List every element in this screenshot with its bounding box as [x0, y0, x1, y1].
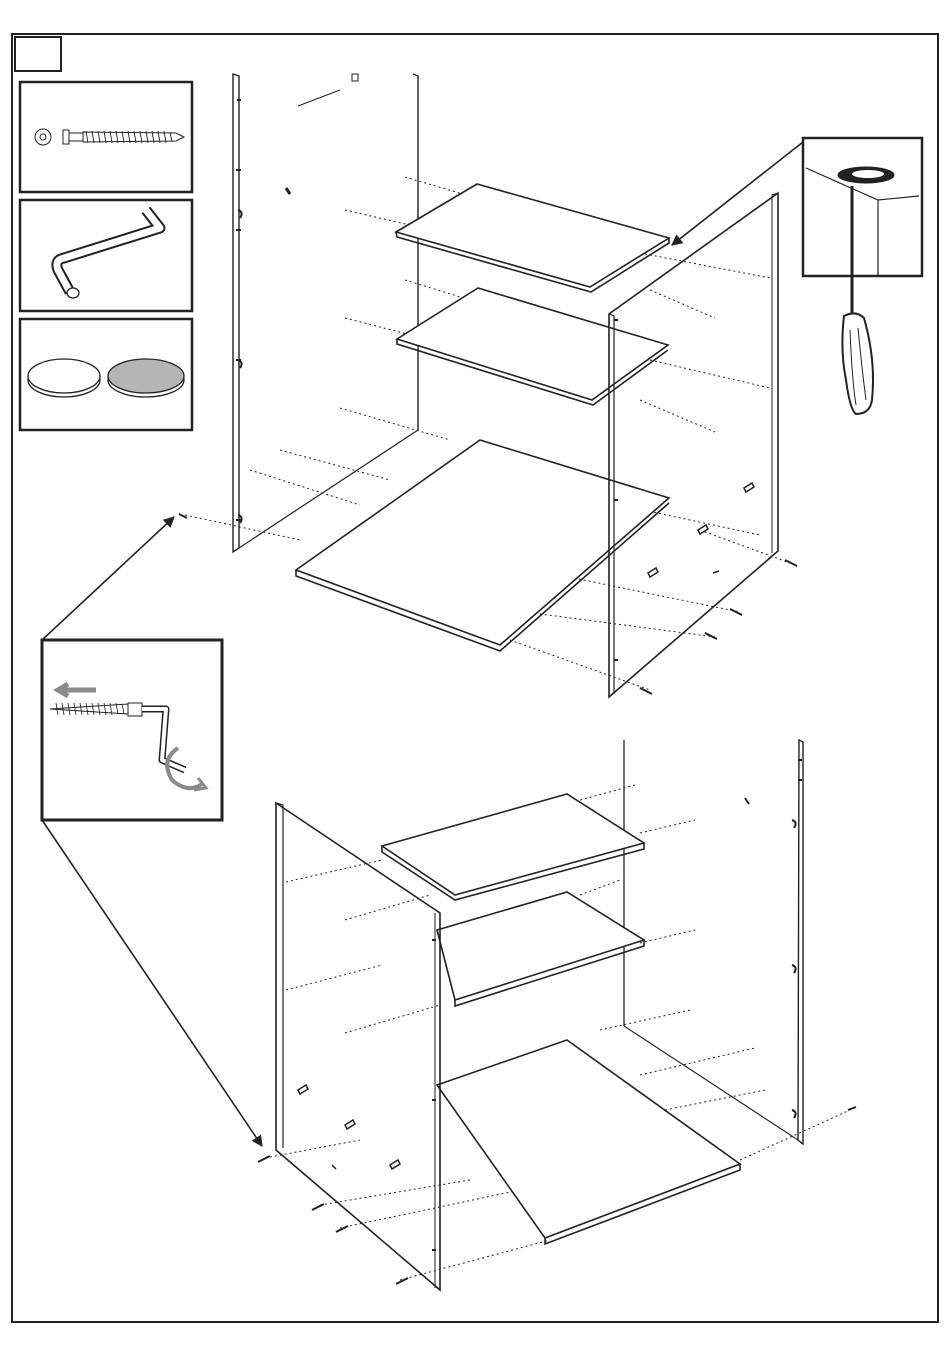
top-shelf: [396, 184, 669, 292]
detail-pointer-arrow-down: [42, 820, 262, 1146]
right-side-panel: [609, 193, 778, 697]
screwdriver-detail: [803, 138, 922, 414]
middle-shelf: [397, 288, 668, 405]
part-box-caps: [20, 319, 192, 430]
part-box-screw: [20, 82, 192, 192]
left-side-panel: [233, 74, 418, 552]
left-side-panel: [276, 803, 440, 1290]
bottom-shelf: [437, 1040, 740, 1244]
step-number-box: [14, 36, 62, 72]
cabinet-assembly-bottom: [258, 740, 856, 1290]
part-box-allen-key: [20, 200, 192, 311]
right-side-panel: [624, 740, 803, 1144]
parts-panel: [20, 82, 192, 430]
detail-pointer-arrow-top: [672, 142, 803, 245]
middle-shelf: [437, 892, 644, 1006]
bottom-shelf: [296, 440, 669, 651]
top-shelf: [382, 794, 644, 900]
screw-tightening-detail: [42, 640, 222, 820]
detail-pointer-arrow-up: [42, 517, 174, 640]
cabinet-assembly-top: [179, 74, 797, 697]
